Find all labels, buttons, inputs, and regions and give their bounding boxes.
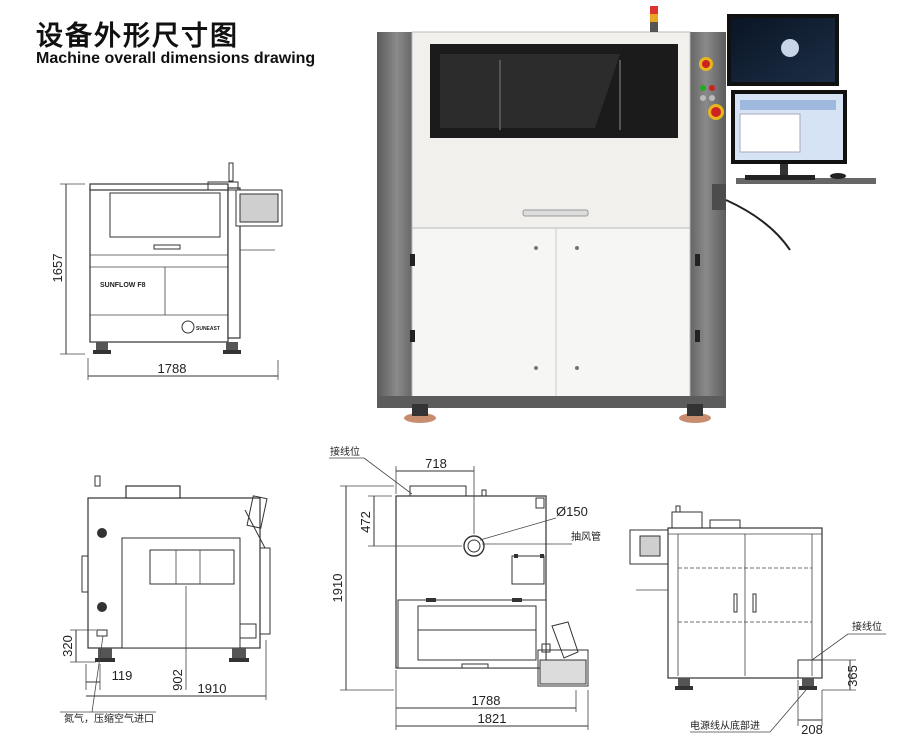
front-height-dim: 1657 xyxy=(50,254,65,283)
side-offset-a-dim: 119 xyxy=(112,668,133,683)
side-depth-dim: 1910 xyxy=(198,681,227,696)
page-title-en: Machine overall dimensions drawing xyxy=(36,50,316,67)
front-view-drawing: SUNFLOW F8 SUNEAST 1657 1788 xyxy=(50,162,283,380)
top-offset-dim: 718 xyxy=(425,456,447,471)
side-view-drawing: 320 119 902 1910 氮气，压缩空气进口 xyxy=(60,475,271,725)
rear-wiring-label: 接线位 xyxy=(852,620,882,633)
side-offset-b-dim: 902 xyxy=(170,669,185,691)
front-width-dim: 1788 xyxy=(158,361,187,376)
top-view-drawing: 718 472 1910 1788 1821 接线位 Ø150 抽风管 xyxy=(329,445,601,730)
rear-view-drawing: 365 208 接线位 电源线从底部进 xyxy=(629,505,886,737)
top-duct-label: 抽风管 xyxy=(571,530,601,543)
machine-photo xyxy=(377,6,876,423)
rear-width-dim: 208 xyxy=(801,722,823,737)
top-width-inner-dim: 1788 xyxy=(472,693,501,708)
front-logo-text: SUNEAST xyxy=(196,326,220,332)
page-title-cn: 设备外形尺寸图 xyxy=(36,21,239,52)
top-width-outer-dim: 1821 xyxy=(478,711,507,726)
top-duct-diameter: Ø150 xyxy=(556,504,588,519)
side-inlet-note: 氮气，压缩空气进口 xyxy=(64,712,154,725)
top-height-dim: 1910 xyxy=(330,574,345,603)
top-wiring-label: 接线位 xyxy=(330,445,360,458)
top-vertical-dim: 472 xyxy=(358,511,373,533)
front-brand-label: SUNFLOW F8 xyxy=(100,282,146,289)
side-height-dim: 320 xyxy=(60,635,75,657)
rear-power-note: 电源线从底部进 xyxy=(690,719,760,732)
rear-height-dim: 365 xyxy=(845,665,860,687)
